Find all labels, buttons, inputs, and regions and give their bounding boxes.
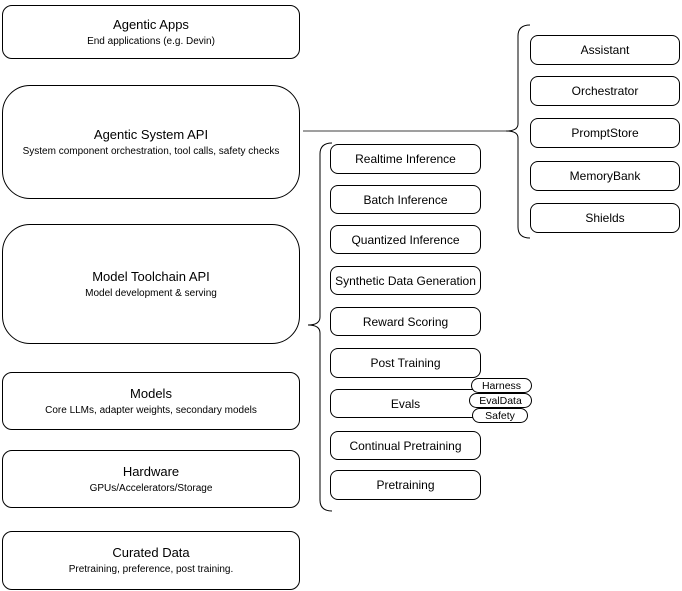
node-label: Pretraining xyxy=(376,478,435,492)
pill-label: Harness xyxy=(481,379,522,392)
node-subtitle: Pretraining, preference, post training. xyxy=(68,564,234,575)
node-subtitle: Core LLMs, adapter weights, secondary mo… xyxy=(45,404,257,416)
node-title: Model Toolchain API xyxy=(92,268,210,284)
node-memorybank: MemoryBank xyxy=(530,161,680,191)
pill-label: Safety xyxy=(485,409,515,422)
node-models: Models Core LLMs, adapter weights, secon… xyxy=(2,372,300,430)
node-title: Agentic System API xyxy=(93,126,209,142)
node-quantized-inference: Quantized Inference xyxy=(330,225,481,254)
node-title: Hardware xyxy=(122,463,180,479)
node-pretraining: Pretraining xyxy=(330,470,481,500)
pill-safety: Safety xyxy=(472,408,528,423)
node-subtitle: Model development & serving xyxy=(85,287,217,299)
node-batch-inference: Batch Inference xyxy=(330,185,481,214)
node-label: Quantized Inference xyxy=(351,232,460,247)
node-label: Continual Pretraining xyxy=(349,438,462,453)
node-subtitle: System component orchestration, tool cal… xyxy=(22,145,280,157)
node-label: Assistant xyxy=(580,43,630,57)
node-label: Reward Scoring xyxy=(362,314,449,329)
node-subtitle: End applications (e.g. Devin) xyxy=(87,35,215,47)
node-curated-data: Curated Data Pretraining, preference, po… xyxy=(2,531,300,590)
node-label: Orchestrator xyxy=(571,84,639,98)
pill-harness: Harness xyxy=(471,378,532,393)
node-assistant: Assistant xyxy=(530,35,680,65)
node-shields: Shields xyxy=(530,203,680,233)
node-title: Models xyxy=(130,385,172,401)
node-title: Curated Data xyxy=(112,545,190,560)
node-label: Synthetic Data Generation xyxy=(335,273,476,288)
node-realtime-inference: Realtime Inference xyxy=(330,144,481,174)
node-reward-scoring: Reward Scoring xyxy=(330,307,481,336)
node-label: MemoryBank xyxy=(569,169,641,183)
node-label: PromptStore xyxy=(571,126,639,140)
system-components-brace xyxy=(505,24,531,239)
node-label: Post Training xyxy=(370,356,441,370)
node-agentic-system-api: Agentic System API System component orch… xyxy=(2,85,300,199)
node-post-training: Post Training xyxy=(330,348,481,378)
pill-label: EvalData xyxy=(479,394,522,407)
node-agentic-apps: Agentic Apps End applications (e.g. Devi… xyxy=(2,5,300,59)
node-synthetic-data-generation: Synthetic Data Generation xyxy=(330,266,481,295)
pill-evaldata: EvalData xyxy=(469,393,532,408)
node-label: Batch Inference xyxy=(363,192,448,207)
node-title: Agentic Apps xyxy=(113,16,189,32)
node-orchestrator: Orchestrator xyxy=(530,76,680,106)
node-hardware: Hardware GPUs/Accelerators/Storage xyxy=(2,450,300,508)
toolchain-brace xyxy=(307,142,333,512)
node-continual-pretraining: Continual Pretraining xyxy=(330,431,481,460)
node-label: Shields xyxy=(585,211,625,225)
node-model-toolchain-api: Model Toolchain API Model development & … xyxy=(2,224,300,344)
node-evals: Evals xyxy=(330,389,481,418)
node-promptstore: PromptStore xyxy=(530,118,680,148)
node-label: Evals xyxy=(390,396,421,411)
node-label: Realtime Inference xyxy=(355,152,456,166)
node-subtitle: GPUs/Accelerators/Storage xyxy=(89,482,213,494)
